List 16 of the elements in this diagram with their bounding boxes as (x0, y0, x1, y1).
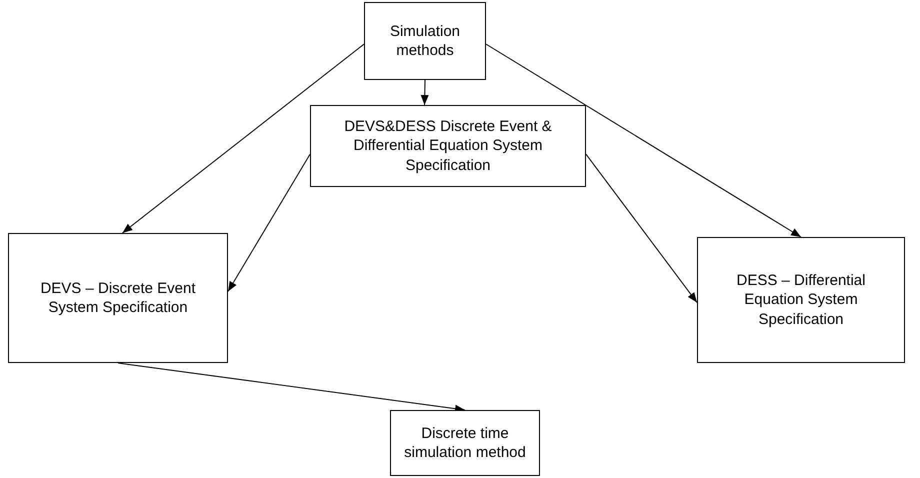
arrow (228, 154, 310, 292)
arrow (586, 154, 698, 304)
process-box (310, 105, 586, 187)
box-label: DEVS – Discrete Event System Specification (39, 278, 197, 318)
process-box (364, 2, 486, 80)
arrow (486, 44, 802, 238)
arrow (122, 44, 364, 234)
arrow (420, 80, 429, 106)
process-box (8, 233, 228, 363)
box-label: Discrete time simulation method (403, 424, 527, 462)
box-label: DESS – Differential Equation System Specification (736, 270, 866, 330)
arrow (118, 362, 466, 413)
process-box (390, 410, 540, 476)
process-box (697, 237, 905, 363)
box-label: DEVS&DESS Discrete Event & Differential Equation System Specification (343, 116, 553, 176)
box-label: Simulation methods (388, 22, 462, 60)
